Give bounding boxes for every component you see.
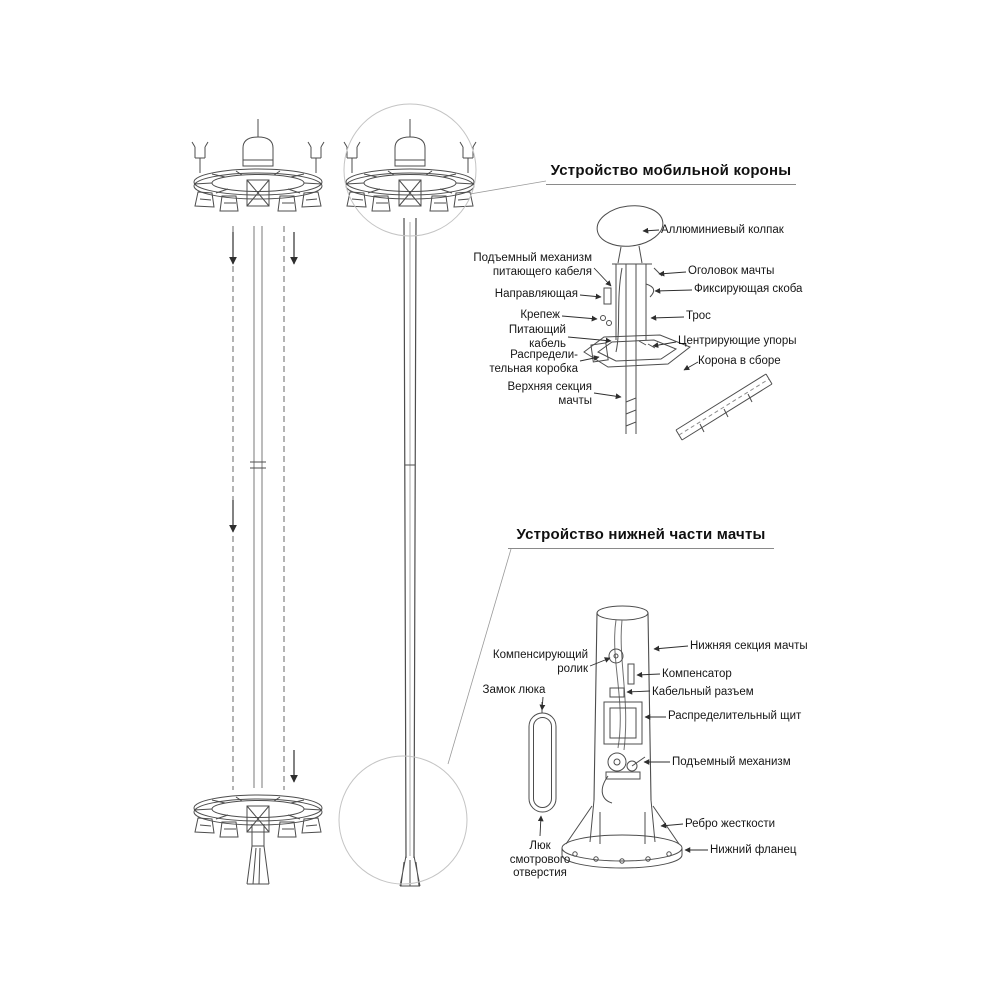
leader-feeding-cable (567, 336, 612, 344)
callout-line-base (447, 548, 512, 765)
leader-lower-mast-section (653, 645, 689, 652)
mast-right-illustration (338, 103, 547, 887)
fastener-shape (600, 315, 606, 321)
cable-connector-shape (609, 687, 625, 698)
title-crown-detail: Устройство мобильной короны (546, 162, 796, 185)
leader-aluminum-cap (642, 227, 660, 234)
leader-inspection-hatch (537, 815, 544, 837)
internal-cables (614, 619, 627, 751)
label-guide: Направляющая (494, 288, 578, 300)
label-cable-connector: Кабельный разъем (652, 686, 754, 698)
leader-guide (579, 293, 602, 300)
label-lower-mast-section: Нижняя секция мачты (690, 640, 808, 652)
compensating-roller-shape (608, 648, 624, 664)
mast-left-illustration (192, 119, 324, 885)
leader-mast-head (658, 270, 687, 277)
mast-foot (246, 845, 270, 885)
lower-flange-shape (561, 834, 683, 869)
label-compensator: Компенсатор (662, 668, 732, 680)
label-aluminum-cap: Аллюминиевый колпак (661, 224, 784, 236)
leader-distribution-box (579, 355, 600, 362)
label-hatch-lock: Замок люка (482, 684, 546, 696)
centering-stops-shape (638, 340, 656, 349)
highlight-circle-crown (343, 103, 477, 237)
crown-frame-hexagon (583, 334, 691, 368)
base-detail-drawing (528, 605, 683, 869)
compensator-shape (627, 663, 635, 685)
label-lifting-mechanism: Подъемный механизм (672, 756, 791, 768)
leader-rope (650, 314, 685, 321)
leader-crown-assembly (683, 361, 699, 371)
label-lifting-mechanism-cable: Подъемный механизм питающего кабеля (473, 252, 592, 278)
leader-arrows (537, 227, 708, 853)
crown-detail-drawing (583, 205, 773, 441)
lifting-mechanism-shape (601, 752, 646, 804)
label-centering-stops: Центрирующие упоры (678, 335, 797, 347)
label-feeding-cable: Питающий кабель (508, 324, 566, 350)
leader-compensating-roller (589, 657, 611, 667)
leader-hatch-lock (539, 696, 546, 711)
label-stiffening-rib: Ребро жесткости (685, 818, 776, 830)
leader-fixing-bracket (654, 287, 693, 294)
lower-mast-section-shape (593, 612, 652, 801)
label-rope: Трос (686, 310, 711, 322)
label-fastener: Крепеж (520, 309, 560, 321)
travel-guide-dashed-lines (232, 226, 285, 790)
guide-shape (603, 287, 612, 305)
crown-beam-segment (675, 373, 773, 441)
distribution-board-shape (603, 701, 643, 745)
label-distribution-board: Распределительный щит (668, 710, 802, 722)
inspection-hatch-shape (528, 702, 557, 813)
fixing-bracket-shape (645, 283, 655, 298)
label-crown-assembly: Корона в сборе (698, 355, 781, 367)
mast-stub (251, 824, 265, 847)
highlight-circle-base (338, 755, 468, 885)
label-inspection-hatch: Люк смотрового отверстия (509, 840, 571, 880)
mast-cables (253, 226, 263, 788)
label-fixing-bracket: Фиксирующая скоба (694, 283, 803, 295)
feeding-cable-shape (615, 267, 623, 353)
label-upper-mast-section: Верхняя секция мачты (507, 381, 593, 407)
label-lower-flange: Нижний фланец (710, 844, 797, 856)
leader-centering-stops (652, 341, 677, 348)
label-mast-head: Оголовок мачты (688, 265, 775, 277)
leader-upper-mast-section (593, 392, 622, 400)
leader-stiffening-rib (660, 822, 684, 829)
distribution-box-shape (590, 342, 609, 363)
label-distribution-box: Распредели- тельная коробка (489, 349, 578, 375)
leader-lifting-mechanism-cable (593, 267, 612, 287)
callout-line-crown (469, 180, 547, 195)
title-bottom-detail: Устройство нижней части мачты (508, 526, 774, 549)
upper-mast-section-shape (625, 392, 637, 434)
leader-cable-connector (626, 688, 651, 695)
label-compensating-roller: Компенсирующий ролик (492, 649, 588, 675)
mast-base (399, 855, 421, 887)
downward-arrows (229, 232, 298, 783)
mast-pole (403, 217, 417, 859)
leader-compensator (636, 671, 661, 678)
aluminum-cap-shape (596, 205, 664, 247)
leader-fastener (561, 315, 598, 322)
crown-lowered (193, 794, 323, 838)
crown-raised (192, 119, 324, 211)
